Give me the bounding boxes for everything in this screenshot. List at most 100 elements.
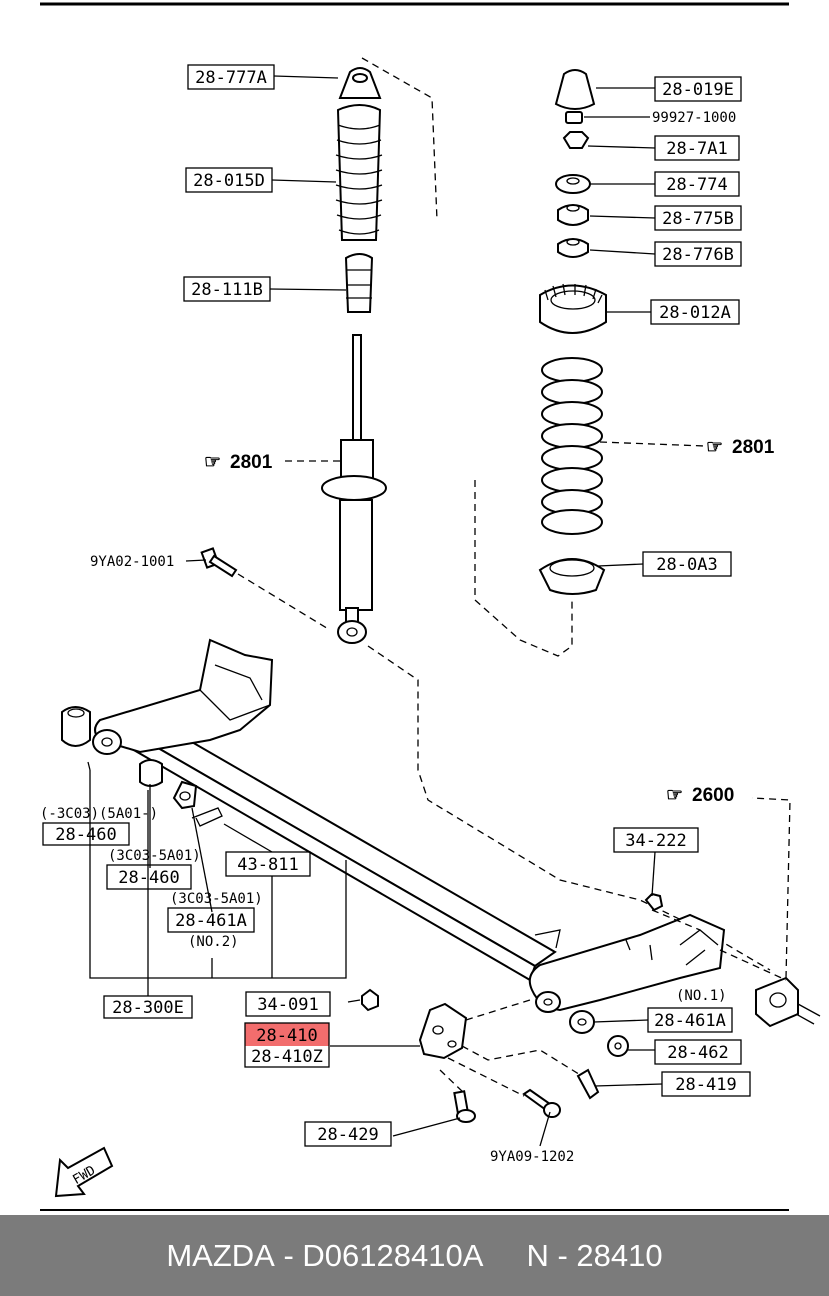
- shock-absorber: [321, 334, 387, 644]
- leader-lines-left: [185, 75, 706, 562]
- label-28-015D: 28-015D: [185, 167, 273, 193]
- align-lines-lower: [439, 797, 791, 1097]
- label-28-777A: 28-777A: [187, 64, 275, 90]
- bump-stopper: [344, 253, 374, 313]
- bushing-28-460-a: [61, 706, 91, 747]
- note-3c03-5a01: (-3C03)(5A01-): [40, 806, 158, 822]
- spring-seat-lower: [538, 558, 606, 595]
- align-line-spring: [474, 480, 573, 657]
- label-28-410-highlighted: 28-410 28-410Z: [244, 1022, 330, 1068]
- bushing-28-776B: [557, 238, 589, 258]
- label-28-300E: 28-300E: [103, 995, 193, 1019]
- label-28-461A-no2: 28-461A: [167, 907, 255, 933]
- bracket-28-461A-no2: [172, 780, 198, 810]
- svg-text:2801: 2801: [230, 452, 273, 473]
- label-28-012A: 28-012A: [650, 299, 740, 325]
- svg-text:28-7A1: 28-7A1: [666, 139, 727, 159]
- svg-text:28-0A3: 28-0A3: [656, 555, 717, 575]
- spring-cap: [554, 69, 596, 110]
- bracket-28-410: [418, 1002, 468, 1060]
- svg-text:28-015D: 28-015D: [193, 171, 265, 191]
- group-bracket-28-300E: [89, 770, 347, 996]
- label-34-091: 34-091: [245, 991, 331, 1017]
- svg-text:34-222: 34-222: [625, 831, 686, 851]
- nut-99927: [565, 111, 583, 124]
- washer-28-462: [607, 1035, 629, 1057]
- pointer-hand-icon: ☞: [666, 785, 683, 806]
- washer-28-774: [555, 174, 591, 194]
- label-28-429: 28-429: [304, 1121, 392, 1147]
- label-43-811: 43-811: [225, 851, 311, 877]
- label-9YA02-1001: 9YA02-1001: [90, 554, 174, 570]
- label-28-460-b: 28-460: [106, 864, 192, 890]
- svg-text:28-776B: 28-776B: [662, 245, 734, 265]
- label-28-462: 28-462: [654, 1039, 742, 1065]
- nut-34-222: [644, 892, 664, 912]
- shock-bolt: [200, 547, 238, 578]
- label-28-019E: 28-019E: [654, 76, 742, 102]
- footer-catalog-ref: N - 28410: [526, 1237, 663, 1273]
- bolt-9YA09: [522, 1088, 561, 1118]
- shock-mount-cap: [338, 67, 382, 99]
- note-no2: (NO.2): [188, 934, 239, 950]
- label-28-0A3: 28-0A3: [642, 551, 732, 577]
- axle-beam: [92, 638, 726, 1013]
- note-no1: (NO.1): [676, 988, 727, 1004]
- label-34-222: 34-222: [613, 827, 699, 853]
- svg-text:28-462: 28-462: [667, 1043, 728, 1063]
- bolt-28-419: [576, 1068, 600, 1100]
- pointer-hand-icon: ☞: [706, 437, 723, 458]
- footer-part-number: D06128410A: [302, 1237, 484, 1273]
- align-line-main: [367, 645, 771, 971]
- bolt-28-429: [453, 1090, 476, 1123]
- footer-spacer: [483, 1238, 526, 1274]
- bushing-28-460-b: [139, 759, 163, 787]
- svg-text:28-410Z: 28-410Z: [251, 1047, 323, 1067]
- ref-2801-left: ☞ 2801: [204, 452, 273, 473]
- label-28-419: 28-419: [661, 1071, 751, 1097]
- label-9YA09-1202: 9YA09-1202: [490, 1149, 574, 1165]
- svg-text:28-461A: 28-461A: [654, 1011, 726, 1031]
- svg-text:2600: 2600: [692, 785, 734, 806]
- wheel-hub-2600: [755, 976, 821, 1028]
- pointer-hand-icon: ☞: [204, 452, 221, 473]
- svg-text:2801: 2801: [732, 437, 775, 458]
- label-28-460-a: 28-460: [42, 822, 130, 846]
- clip-43-811: [191, 807, 223, 827]
- note-3c03-5a01-b: (3C03-5A01): [108, 848, 201, 864]
- label-28-461A-no1: 28-461A: [647, 1007, 733, 1033]
- svg-text:28-111B: 28-111B: [191, 280, 263, 300]
- note-3c03-5a01-c: (3C03-5A01): [170, 891, 263, 907]
- ref-2801-right: ☞ 2801: [706, 437, 775, 458]
- label-28-776B: 28-776B: [654, 241, 742, 267]
- svg-text:28-019E: 28-019E: [662, 80, 734, 100]
- forward-arrow-icon: FWD: [54, 1146, 114, 1198]
- label-99927-1000: 99927-1000: [652, 110, 736, 126]
- leader-lines-right: [584, 87, 656, 567]
- align-line-bolt: [237, 573, 331, 631]
- svg-text:28-461A: 28-461A: [175, 911, 247, 931]
- svg-text:28-429: 28-429: [317, 1125, 378, 1145]
- label-28-774: 28-774: [654, 171, 740, 197]
- label-28-7A1: 28-7A1: [654, 135, 740, 161]
- ref-2600: ☞ 2600: [666, 785, 734, 806]
- bracket-28-461A-no1: [569, 1010, 595, 1034]
- svg-text:28-419: 28-419: [675, 1075, 736, 1095]
- svg-text:28-300E: 28-300E: [112, 998, 184, 1018]
- dust-boot: [335, 104, 383, 241]
- nut-28-7A1: [562, 131, 590, 149]
- nut-34-091: [361, 988, 379, 1012]
- coil-spring: [541, 357, 603, 535]
- bushing-28-775B: [557, 204, 589, 226]
- footer-separator: -: [274, 1237, 303, 1273]
- svg-text:34-091: 34-091: [257, 995, 318, 1015]
- label-28-775B: 28-775B: [654, 205, 742, 231]
- svg-text:28-775B: 28-775B: [662, 209, 734, 229]
- footer-bar: MAZDA - D06128410A N - 28410: [0, 1215, 829, 1296]
- label-28-111B: 28-111B: [183, 276, 271, 302]
- svg-text:43-811: 43-811: [237, 855, 298, 875]
- svg-text:28-012A: 28-012A: [659, 303, 731, 323]
- svg-text:28-460: 28-460: [118, 868, 179, 888]
- svg-text:28-774: 28-774: [666, 175, 727, 195]
- spring-seat-upper: [539, 283, 607, 334]
